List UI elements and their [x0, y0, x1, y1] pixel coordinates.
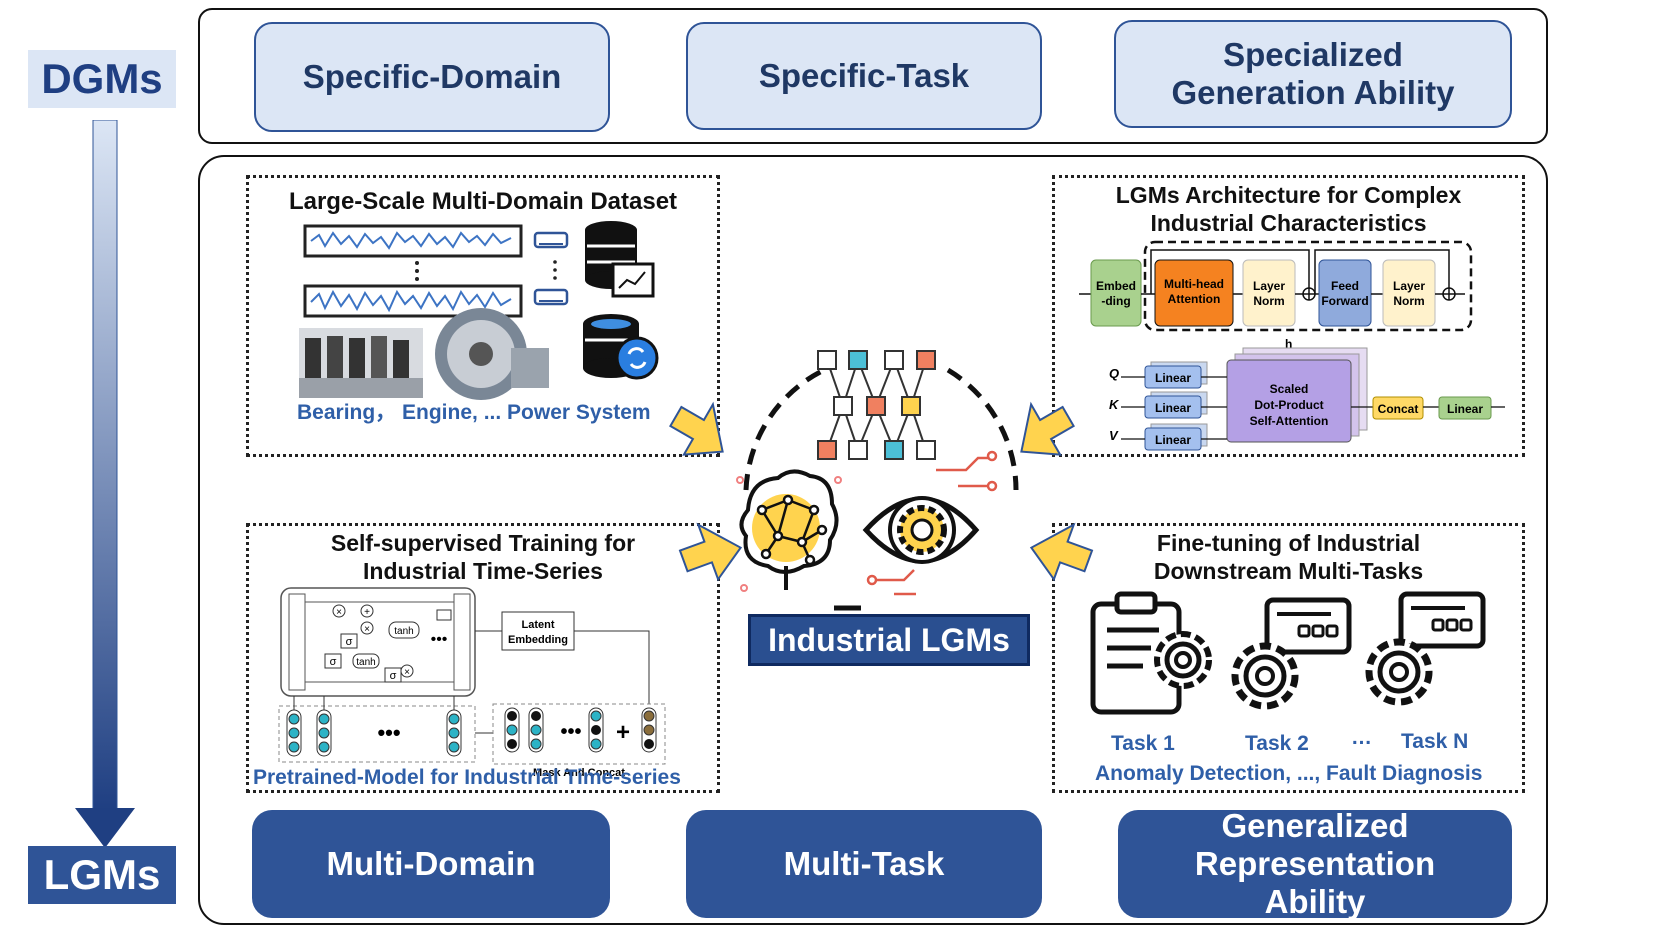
card-gear-icon-1 — [1231, 597, 1352, 710]
arrow-from-dataset-icon — [669, 401, 724, 456]
finetune-box: Fine-tuning of Industrial Downstream Mul… — [1052, 523, 1525, 793]
ai-brain-icon — [736, 469, 842, 592]
dataset-title: Large-Scale Multi-Domain Dataset — [288, 188, 678, 215]
svg-text:•••: ••• — [560, 721, 581, 743]
specialized-generation-box: Specialized Generation Ability — [1114, 20, 1512, 128]
svg-text:Linear: Linear — [1155, 433, 1191, 447]
mha-label-1: Multi-head — [1164, 277, 1224, 291]
multi-task-box: Multi-Task — [686, 810, 1042, 918]
q-label: Q — [1109, 366, 1119, 381]
training-box: Self-supervised Training for Industrial … — [246, 523, 720, 793]
arrow-from-finetune-icon — [1029, 522, 1094, 582]
network-graph-icon — [817, 350, 936, 460]
sdpa-label-3: Self-Attention — [1250, 414, 1329, 428]
task-icons — [1090, 591, 1486, 715]
task-2-label: Task 2 — [1245, 732, 1309, 755]
dataset-box: Large-Scale Multi-Domain Dataset — [246, 175, 720, 457]
svg-text:Concat: Concat — [1378, 402, 1419, 416]
industrial-lgms-label: Industrial LGMs — [748, 614, 1030, 666]
svg-text:σ: σ — [346, 636, 353, 648]
masked-cells: ••• + — [504, 707, 657, 753]
linear-out: Linear — [1438, 396, 1492, 420]
architecture-title: LGMs Architecture for Complex Industrial… — [1115, 182, 1462, 236]
dataset-caption: Bearing， Engine, ... Power System — [297, 401, 651, 424]
v-label: V — [1109, 428, 1119, 443]
linear-q: Linear — [1144, 361, 1208, 389]
svg-text:Linear: Linear — [1447, 402, 1483, 416]
center-hub — [736, 350, 1019, 611]
svg-text:×: × — [404, 667, 410, 678]
lstm-diagram: × + × σ σ tanh σ × tanh ••• Latent Embed… — [278, 587, 666, 779]
embedding-label-1: Embed — [1096, 279, 1136, 293]
svg-text:×: × — [364, 624, 370, 635]
svg-text:σ: σ — [390, 670, 397, 682]
ff-label-2: Forward — [1321, 294, 1368, 308]
finetune-caption: Anomaly Detection, ..., Fault Diagnosis — [1095, 762, 1483, 785]
task-n-label: Task N — [1401, 730, 1469, 753]
mask-label: Mask And Concat — [533, 767, 625, 779]
specific-domain-box: Specific-Domain — [254, 22, 610, 132]
training-title: Self-supervised Training for Industrial … — [330, 530, 636, 584]
arrow-from-training-icon — [678, 522, 743, 582]
svg-text:+: + — [364, 607, 370, 618]
svg-text:•••: ••• — [377, 720, 400, 745]
svg-text:Linear: Linear — [1155, 371, 1191, 385]
embedding-label-2: -ding — [1101, 294, 1130, 308]
dgm-panel — [198, 8, 1548, 144]
transformer-diagram: Embed -ding Multi-head Attention Layer N… — [1079, 240, 1505, 451]
concat-block: Concat — [1372, 396, 1424, 420]
clipboard-gear-icon — [1090, 591, 1212, 715]
svg-text:tanh: tanh — [394, 626, 413, 637]
architecture-box: LGMs Architecture for Complex Industrial… — [1052, 175, 1525, 457]
svg-text:tanh: tanh — [356, 657, 375, 668]
finetune-title: Fine-tuning of Industrial Downstream Mul… — [1153, 530, 1424, 584]
dataset-illustration — [299, 221, 659, 400]
lgms-label: LGMs — [28, 846, 176, 904]
k-label: K — [1109, 397, 1120, 412]
sdpa-label-2: Dot-Product — [1254, 398, 1323, 412]
svg-text:σ: σ — [330, 656, 337, 668]
latent-label-2: Embedding — [508, 634, 568, 646]
task-1-label: Task 1 — [1111, 732, 1175, 755]
sdpa-label-1: Scaled — [1270, 382, 1309, 396]
h-label: h — [1285, 337, 1292, 351]
norm2-label-1: Layer — [1393, 279, 1425, 293]
dgms-label: DGMs — [28, 50, 176, 108]
svg-text:•••: ••• — [431, 631, 448, 648]
linear-k: Linear — [1144, 391, 1208, 419]
vision-gear-icon — [862, 450, 998, 596]
norm2-label-2: Norm — [1393, 294, 1424, 308]
latent-label-1: Latent — [522, 619, 555, 631]
norm1-label-1: Layer — [1253, 279, 1285, 293]
card-gear-icon-2 — [1365, 591, 1486, 706]
ff-label-1: Feed — [1331, 279, 1359, 293]
multi-domain-box: Multi-Domain — [252, 810, 610, 918]
arrow-from-architecture-icon — [1020, 401, 1075, 456]
generalized-representation-box: Generalized Representation Ability — [1118, 807, 1512, 920]
svg-text:×: × — [336, 607, 342, 618]
lgm-panel — [198, 155, 1548, 925]
linear-v: Linear — [1144, 423, 1208, 451]
dgm-to-lgm-arrow — [75, 120, 135, 848]
input-cells: ••• — [286, 709, 462, 757]
svg-text:Linear: Linear — [1155, 401, 1191, 415]
task-ellipsis: … — [1351, 726, 1372, 749]
specific-task-box: Specific-Task — [686, 22, 1042, 130]
svg-text:+: + — [616, 719, 630, 746]
training-caption: Pretrained-Model for Industrial Time-ser… — [253, 766, 681, 789]
mha-label-2: Attention — [1168, 292, 1221, 306]
norm1-label-2: Norm — [1253, 294, 1284, 308]
